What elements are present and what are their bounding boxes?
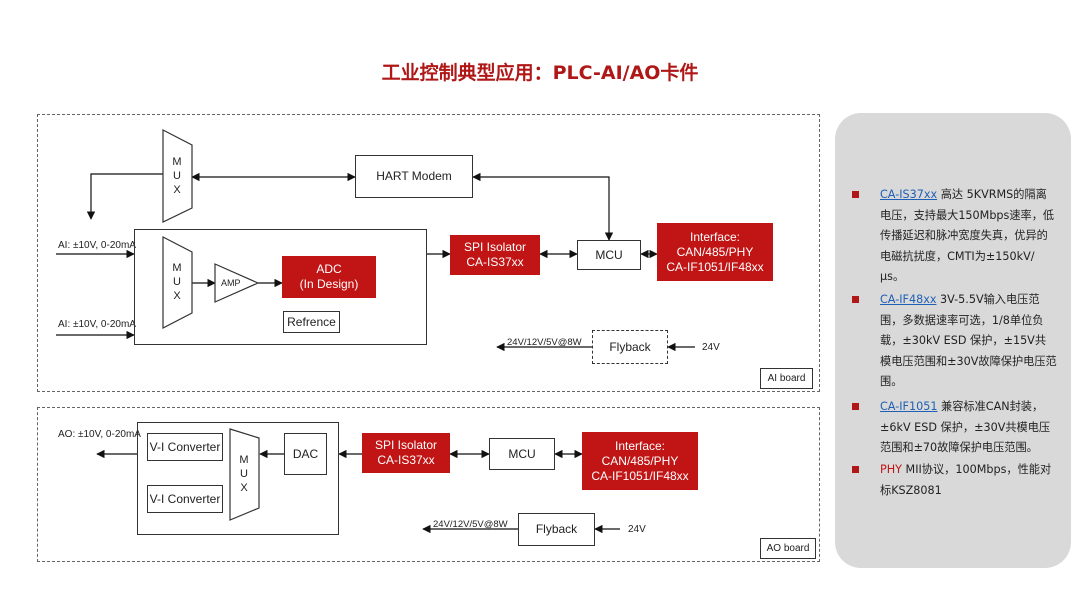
note-bullet xyxy=(852,466,859,473)
ai-mcu: MCU xyxy=(577,240,641,270)
dac-block: DAC xyxy=(284,433,327,475)
part-label-phy: PHY xyxy=(880,463,902,476)
part-link-ca-if48xx[interactable]: CA-IF48xx xyxy=(880,293,937,306)
reference-block: Refrence xyxy=(283,311,340,333)
ao-power-in-label: 24V xyxy=(628,524,646,535)
part-link-ca-if1051[interactable]: CA-IF1051 xyxy=(880,400,938,413)
ai-input1-label: AI: ±10V, 0-20mA xyxy=(58,240,136,251)
vi-converter-1: V-I Converter xyxy=(147,433,223,461)
ai-input2-label: AI: ±10V, 0-20mA xyxy=(58,319,136,330)
note-bullet xyxy=(852,403,859,410)
notes-panel xyxy=(835,113,1071,568)
ai-mux-hart xyxy=(162,129,193,223)
ao-mux xyxy=(229,428,260,521)
note-bullet xyxy=(852,191,859,198)
ai-board-frame xyxy=(37,114,820,392)
wire-mux-down xyxy=(86,173,163,220)
note-text: MII协议，100Mbps，性能对标KSZ8081 xyxy=(880,463,1052,497)
page-title: 工业控制典型应用：PLC-AI/AO卡件 xyxy=(381,62,699,84)
ao-power-out-label: 24V/12V/5V@8W xyxy=(433,519,508,530)
ao-board-frame xyxy=(37,407,820,562)
vi-converter-2: V-I Converter xyxy=(147,485,223,513)
ao-board-tag: AO board xyxy=(760,538,816,559)
ai-mux-input xyxy=(162,236,193,329)
adc-block: ADC(In Design) xyxy=(282,256,376,298)
part-link-ca-is37xx[interactable]: CA-IS37xx xyxy=(880,188,938,201)
note-ca-if1051: CA-IF1051 兼容标准CAN封装，±6kV ESD 保护，±30V共模电压… xyxy=(852,397,1057,459)
wire-hart-mcu xyxy=(472,172,614,241)
ai-power-out-label: 24V/12V/5V@8W xyxy=(507,337,582,348)
ao-flyback: Flyback xyxy=(518,513,595,546)
ai-flyback: Flyback xyxy=(592,330,668,364)
hart-modem: HART Modem xyxy=(355,155,473,198)
ao-mcu: MCU xyxy=(489,438,555,470)
note-ca-is37xx: CA-IS37xx 高达 5KVRMS的隔离电压，支持最大150Mbps速率，低… xyxy=(852,185,1057,288)
ai-frontend-box xyxy=(134,229,427,345)
amp-symbol xyxy=(214,263,260,303)
amp-label: AMP xyxy=(221,278,241,288)
ai-power-in-label: 24V xyxy=(702,342,720,353)
note-ca-if48xx: CA-IF48xx 3V-5.5V输入电压范围，多数据速率可选，1/8单位负载，… xyxy=(852,290,1057,393)
ao-converter-box xyxy=(137,422,339,535)
note-text: 3V-5.5V输入电压范围，多数据速率可选，1/8单位负载，±30kV ESD … xyxy=(880,293,1057,388)
note-text: 兼容标准CAN封装，±6kV ESD 保护，±30V共模电压范围和±70故障保护… xyxy=(880,400,1051,454)
note-bullet xyxy=(852,296,859,303)
ao-output-label: AO: ±10V, 0-20mA xyxy=(58,429,141,440)
ai-board-tag: AI board xyxy=(760,368,813,389)
note-text: 高达 5KVRMS的隔离电压，支持最大150Mbps速率，低传播延迟和脉冲宽度失… xyxy=(880,188,1055,283)
note-phy: PHY MII协议，100Mbps，性能对标KSZ8081 xyxy=(852,460,1057,501)
